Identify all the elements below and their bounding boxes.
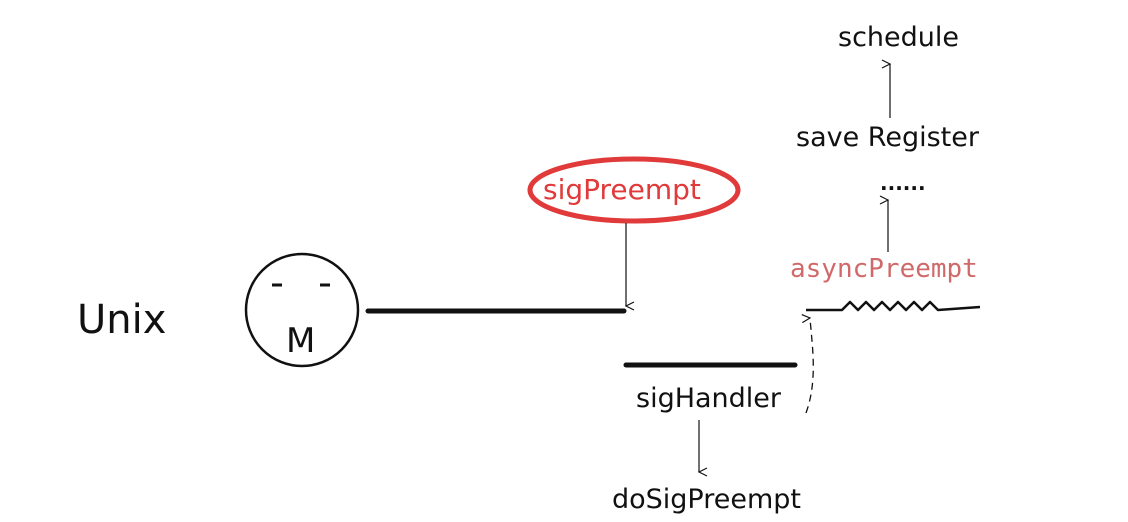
os-label: Unix xyxy=(77,297,166,343)
signal-highlight: sigPreempt xyxy=(527,156,741,224)
resume-dashed-arrow xyxy=(806,318,814,414)
thread-letter: M xyxy=(286,321,315,361)
ellipsis-label: ...... xyxy=(880,171,926,195)
async-label: asyncPreempt xyxy=(790,254,978,284)
handler-call-label: doSigPreempt xyxy=(612,484,801,515)
signal-ellipse xyxy=(527,156,741,224)
async-zigzag-line xyxy=(806,300,981,312)
handler-label: sigHandler xyxy=(636,383,782,414)
face-circle xyxy=(244,252,360,368)
signal-label: sigPreempt xyxy=(543,173,701,206)
schedule-label: schedule xyxy=(838,22,959,53)
thread-m-face: M xyxy=(244,252,360,368)
save-register-label: save Register xyxy=(796,122,980,153)
